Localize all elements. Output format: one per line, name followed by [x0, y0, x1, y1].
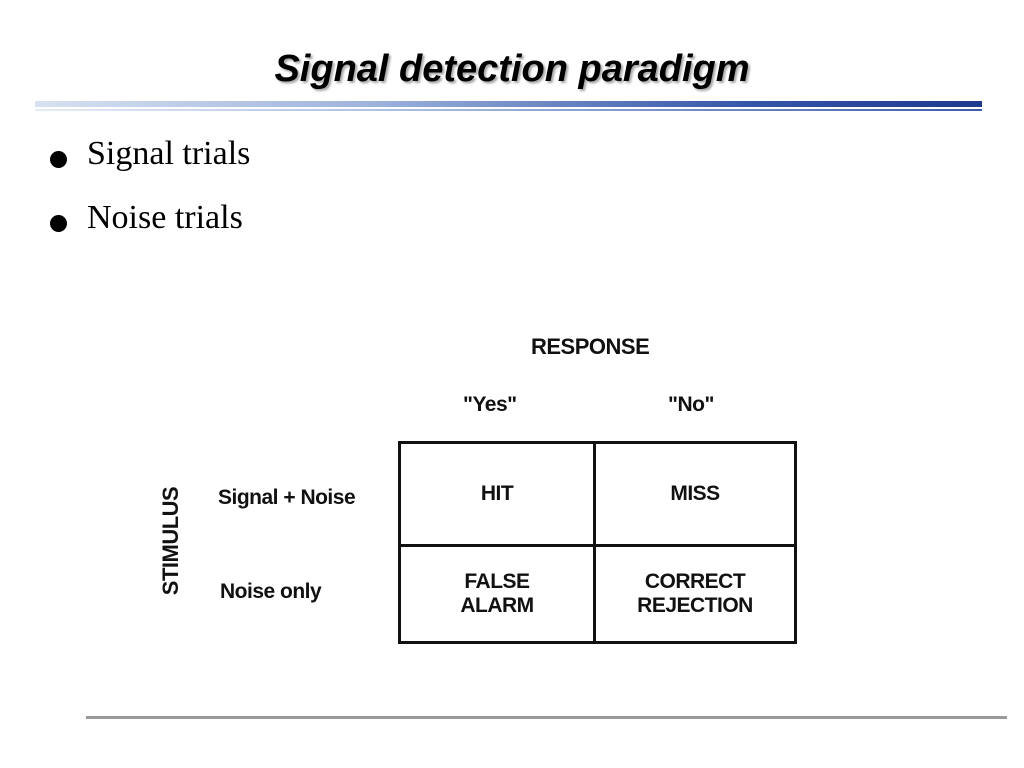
cell-miss-text: MISS [670, 482, 720, 505]
title-underline [35, 101, 982, 107]
response-label: RESPONSE [531, 334, 650, 359]
cell-correct-rejection: CORRECT REJECTION [596, 547, 794, 641]
cell-correct-rejection-text: CORRECT REJECTION [637, 570, 753, 617]
response-yes-label: "Yes" [463, 393, 517, 416]
response-no-label: "No" [668, 393, 714, 416]
cell-miss: MISS [596, 444, 794, 544]
matrix-divider-vertical [593, 444, 596, 641]
cell-false-alarm: FALSE ALARM [401, 547, 593, 641]
title-underline-thin [35, 109, 982, 111]
cell-hit: HIT [401, 444, 593, 544]
footer-rule [86, 716, 1007, 719]
cell-hit-text: HIT [480, 482, 514, 505]
row-label-noise-only: Noise only [220, 580, 322, 603]
matrix-divider-horizontal [401, 544, 794, 547]
stimulus-label: STIMULUS [158, 486, 183, 596]
bullet-text: Noise trials [87, 199, 243, 236]
bullet-dot-icon [50, 151, 67, 168]
outcome-matrix: HIT MISS FALSE ALARM CORRECT REJECTION [398, 441, 797, 644]
row-label-signal-noise: Signal + Noise [218, 486, 356, 509]
cell-false-alarm-text: FALSE ALARM [460, 570, 534, 617]
bullet-text: Signal trials [87, 135, 251, 172]
slide-title: Signal detection paradigm [274, 48, 750, 90]
bullet-dot-icon [50, 215, 67, 232]
